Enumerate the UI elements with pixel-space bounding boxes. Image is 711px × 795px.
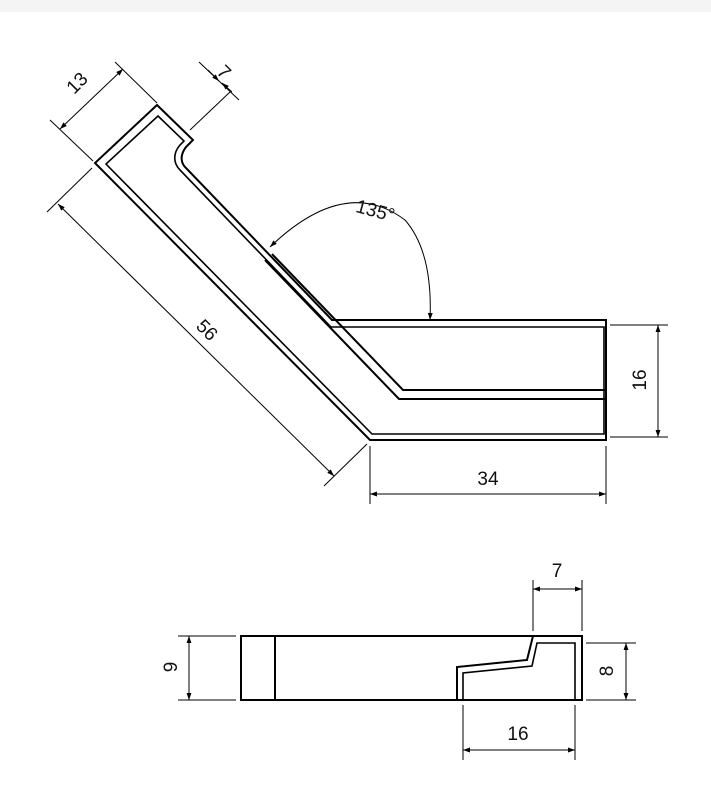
dim-top-base-height: [610, 324, 668, 438]
dim-top-base-length: [369, 446, 607, 504]
dim-top-arm-length: [46, 167, 368, 487]
dim-side-step-height: [586, 642, 636, 701]
dim-top-arm-width: [49, 61, 158, 162]
dim-top-angle-label: 135°: [353, 196, 396, 226]
dim-top-angle-arc: [269, 202, 433, 321]
side-view-step-outer: [456, 635, 534, 700]
top-view: 7 13 56 135° 16 34: [46, 61, 668, 504]
dim-top-base-length-label: 34: [477, 469, 499, 490]
top-view-inner-outline: [104, 114, 605, 435]
dim-top-arm-length-label: 56: [191, 316, 221, 346]
dim-top-slot-width: [189, 61, 240, 131]
dim-side-height: [178, 635, 236, 701]
dim-side-step-length-label: 16: [507, 724, 528, 745]
dim-side-height-label: 9: [161, 662, 182, 673]
dim-top-base-height-label: 16: [630, 369, 651, 390]
top-view-outer-outline: [93, 103, 607, 441]
dim-side-step-length: [462, 705, 576, 760]
dim-top-arm-width-label: 13: [63, 69, 93, 99]
side-view-body: [240, 635, 583, 701]
dim-top-slot-width-label: 7: [212, 61, 234, 83]
side-view-step-inner: [462, 642, 576, 700]
dim-side-slot-width-label: 7: [552, 561, 563, 582]
top-bar: [0, 0, 711, 12]
side-view: 7 9 8 16: [161, 561, 636, 760]
dim-side-slot-width: [532, 580, 583, 631]
dim-side-step-height-label: 8: [597, 666, 618, 677]
